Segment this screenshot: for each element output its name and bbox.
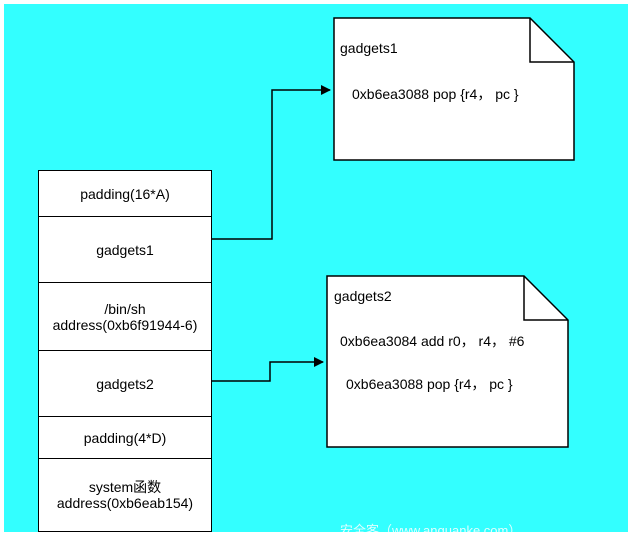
watermark-text: 安全客（www.anquanke.com） (340, 523, 522, 538)
note-gadgets2-shape (326, 275, 569, 448)
stack-cell-system-address: system函数 address(0xb6eab154) (56, 478, 194, 511)
note-gadgets2-title: gadgets2 (334, 288, 392, 304)
note-gadgets1-shape (333, 17, 575, 161)
stack-cell-padding-4: padding(4*D) (39, 417, 211, 459)
note-gadgets1-title: gadgets1 (340, 40, 398, 56)
stack-cell-gadgets2: gadgets2 (39, 351, 211, 417)
note-gadgets2-line-2: 0xb6ea3088 pop {r4， pc } (346, 376, 513, 392)
note-gadgets1-line: 0xb6ea3088 pop {r4， pc } (352, 86, 519, 102)
note-gadgets1-fold (529, 18, 574, 63)
note-gadgets2-fold (523, 276, 568, 321)
arrow-gadgets1 (212, 85, 331, 240)
stack-frame: padding(16*A) gadgets1 /bin/sh address(0… (38, 170, 212, 532)
stack-cell-padding-16: padding(16*A) (39, 171, 211, 217)
note-gadgets2-line-1: 0xb6ea3084 add r0， r4， #6 (340, 333, 525, 349)
stack-cell-binsh-address: /bin/sh address(0xb6f91944-6) (39, 283, 211, 351)
arrow-gadgets2 (212, 357, 324, 382)
stack-cell-gadgets1: gadgets1 (39, 217, 211, 283)
